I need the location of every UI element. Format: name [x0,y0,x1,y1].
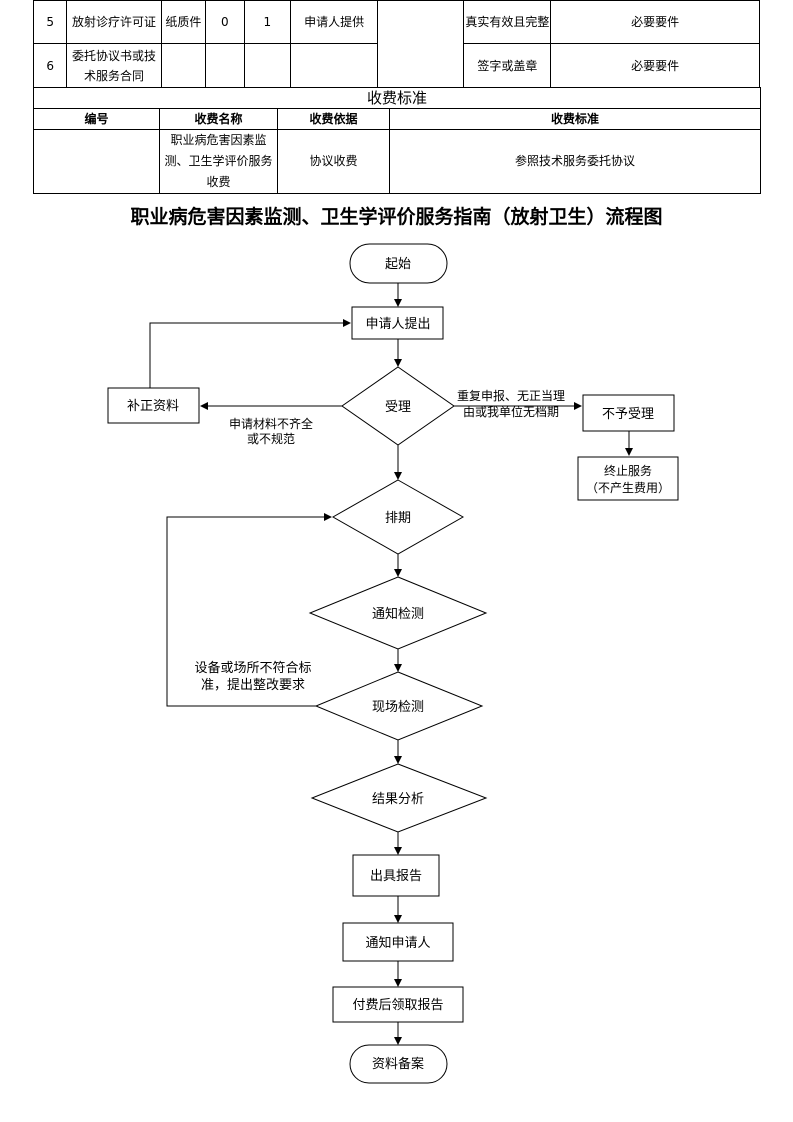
rectify-condition: 设备或场所不符合标 [194,660,311,676]
incomplete-condition-2: 或不规范 [247,431,295,446]
fee-basis: 协议收费 [277,129,390,194]
arrow-connector [166,513,332,707]
table-row: 5 放射诊疗许可证 纸质件 0 1 申请人提供 真实有效且完整 必要要件 [32,0,760,88]
material-name: 委托协议书或技术服务合同 [66,43,162,88]
analysis-label: 结果分析 [372,792,424,807]
notify-test-label: 通知检测 [372,606,424,622]
terminate-note: （不产生费用） [586,481,670,495]
flowchart-title: 职业病危害因素监测、卫生学评价服务指南（放射卫生）流程图 [130,206,663,228]
fee-table: 收费标准 编号 收费名称 收费依据 收费标准 职业病危害因素监测、卫生学评价服务… [32,87,762,194]
incomplete-condition: 申请材料不齐全 [229,416,313,431]
material-standard: 签字或盖章 [463,43,552,88]
terminate-node [577,456,679,501]
reject-label: 不予受理 [602,407,654,422]
column-header: 收费依据 [277,108,390,130]
onsite-label: 现场检测 [372,700,424,715]
rectify-condition-2: 准，提出整改要求 [201,677,305,693]
report-node [352,854,440,897]
archive-label: 资料备案 [372,1056,424,1072]
original-count [205,43,245,88]
fee-number [33,129,160,194]
report-label: 出具报告 [370,869,422,884]
supplement-node [107,387,200,424]
material-note: 必要要件 [550,43,760,88]
reject-condition-2: 由或我单位无档期 [463,404,559,419]
accept-label: 受理 [385,400,411,415]
terminate-label: 终止服务 [604,463,652,478]
arrow-connector [149,319,351,388]
reject-condition: 重复申报、无正当理 [457,388,565,403]
material-source: 申请人提供 [290,0,379,44]
fee-standard: 参照技术服务委托协议 [388,129,762,194]
archive-node [349,1044,448,1084]
row-number: 6 [32,43,68,88]
material-standard: 真实有效且完整 [463,0,552,44]
notify-applicant-label: 通知申请人 [365,935,430,951]
material-note: 必要要件 [550,0,760,44]
start-label: 起始 [385,257,411,272]
schedule-label: 排期 [385,511,411,526]
pay-label: 付费后领取报告 [352,998,443,1013]
supplement-label: 补正资料 [127,399,179,414]
apply-label: 申请人提出 [365,316,430,332]
row-number: 5 [32,0,68,44]
table-row: 职业病危害因素监测、卫生学评价服务收费 协议收费 参照技术服务委托协议 [33,129,762,194]
fee-name: 职业病危害因素监测、卫生学评价服务收费 [159,129,278,194]
